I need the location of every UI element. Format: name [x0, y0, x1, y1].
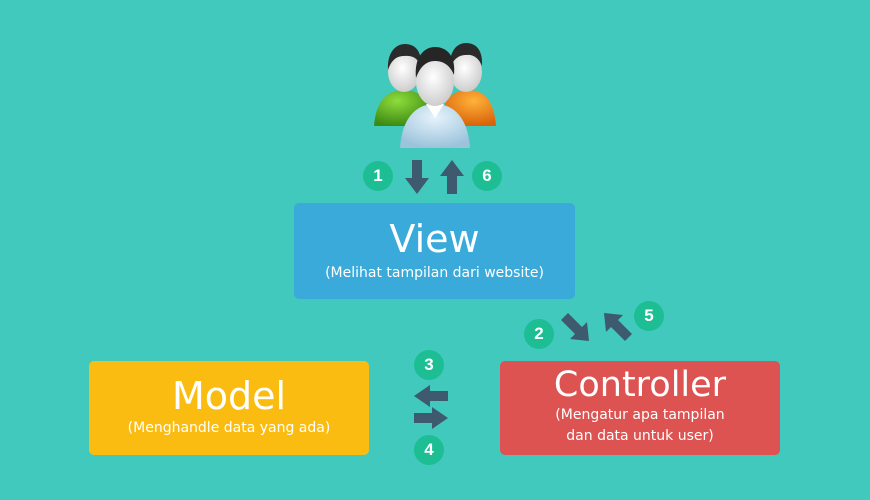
step-badge-1: 1 — [363, 161, 393, 191]
arrow-down-icon — [405, 160, 429, 194]
step-badge-5: 5 — [634, 301, 664, 331]
controller-subtitle-line2: dan data untuk user) — [566, 428, 714, 444]
controller-box: Controller (Mengatur apa tampilan dan da… — [500, 361, 780, 455]
step-badge-4: 4 — [414, 435, 444, 465]
step-badge-6: 6 — [472, 161, 502, 191]
arrow-up-icon — [440, 160, 464, 194]
controller-subtitle-line1: (Mengatur apa tampilan — [555, 407, 725, 423]
model-box: Model (Menghandle data yang ada) — [89, 361, 369, 455]
arrow-up-left-icon — [604, 313, 632, 341]
view-title: View — [389, 217, 480, 261]
arrow-down-right-icon — [561, 313, 589, 341]
model-subtitle: (Menghandle data yang ada) — [127, 420, 331, 436]
model-title: Model — [171, 374, 287, 418]
step-badge-3: 3 — [414, 350, 444, 380]
arrow-right-icon — [414, 407, 448, 429]
step-badge-2: 2 — [524, 319, 554, 349]
view-box: View (Melihat tampilan dari website) — [294, 203, 575, 299]
users-group-icon — [374, 43, 496, 148]
view-subtitle: (Melihat tampilan dari website) — [325, 265, 544, 281]
controller-title: Controller — [553, 365, 727, 405]
arrow-left-icon — [414, 385, 448, 407]
